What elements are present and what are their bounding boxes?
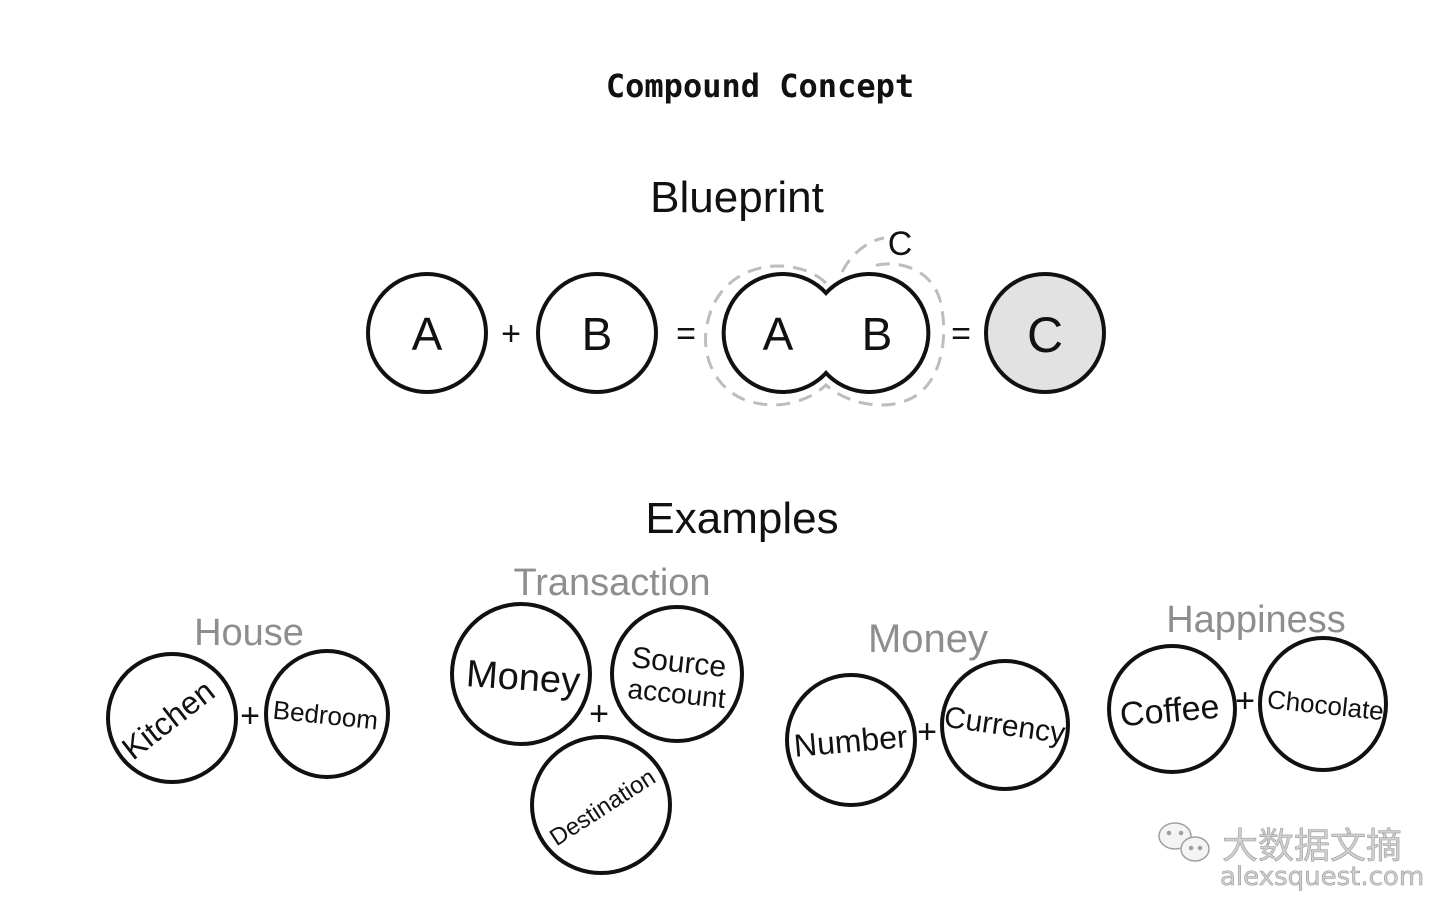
blueprint-result-circle: [984, 272, 1106, 394]
example-money: Money Number + Currency: [785, 617, 1070, 807]
part-circle: [610, 605, 744, 743]
plus-sign: +: [240, 697, 260, 735]
plus-sign: +: [501, 315, 521, 353]
equals-sign: =: [676, 315, 696, 353]
plus-sign: +: [917, 713, 937, 751]
example-house: House Kitchen + Bedroom: [106, 612, 390, 784]
part-circle: [530, 735, 672, 875]
part-circle: [1107, 644, 1237, 774]
watermark: 大数据文摘 alexsquest.com: [1158, 822, 1424, 892]
example-label: Happiness: [1166, 599, 1346, 641]
compound-dashed-outline: [704, 262, 946, 407]
blueprint-heading: Blueprint: [650, 173, 824, 222]
examples-heading: Examples: [645, 494, 838, 543]
wechat-icon: [1158, 822, 1210, 862]
example-label: House: [194, 612, 304, 654]
merged-label-a: A: [763, 308, 794, 360]
part-circle: [785, 673, 917, 807]
merged-label-b: B: [862, 308, 893, 360]
part-circle: [940, 659, 1070, 791]
part-circle: [106, 652, 238, 784]
blueprint-circle-a: [366, 272, 488, 394]
blueprint-label-b: B: [582, 308, 613, 360]
watermark-text: 大数据文摘: [1222, 826, 1402, 867]
blueprint-merged-ab: [721, 272, 931, 394]
blueprint-label-a: A: [412, 308, 443, 360]
part-label: Coffee: [1118, 688, 1220, 735]
blueprint-row: A + B = C A B = C: [366, 225, 1106, 407]
example-happiness: Happiness Coffee + Chocolate: [1107, 599, 1388, 774]
part-label: Money: [465, 653, 582, 703]
blueprint-circle-b: [536, 272, 658, 394]
plus-sign: +: [1235, 682, 1255, 720]
example-transaction: Transaction Money Source account + Desti…: [450, 562, 744, 875]
part-circle: [264, 649, 390, 779]
example-label: Money: [868, 617, 988, 661]
compound-group-label: C: [888, 225, 913, 263]
page-title: Compound Concept: [606, 67, 914, 105]
example-label: Transaction: [513, 562, 710, 604]
plus-sign: +: [589, 695, 609, 733]
equals-sign-2: =: [951, 315, 971, 353]
watermark-url: alexsquest.com: [1220, 862, 1424, 892]
compound-label-leader: [840, 236, 885, 273]
blueprint-result-label: C: [1027, 307, 1063, 363]
part-circle: [1258, 636, 1388, 772]
part-circle: [450, 602, 592, 746]
